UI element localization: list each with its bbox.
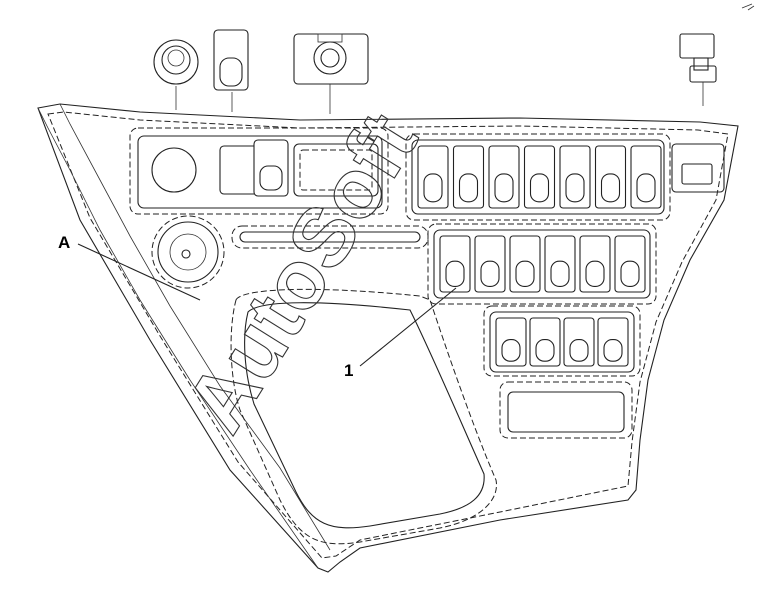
loose-parts: [153, 3, 755, 114]
callout-label-1: 1: [344, 361, 353, 380]
rocker-switch-top-6: [594, 145, 627, 209]
rocker-switch-middle-3: [509, 235, 541, 293]
knob-socket-icon: [151, 147, 197, 193]
round-dial: [151, 215, 225, 289]
round-knob-icon: [153, 39, 199, 110]
watermark-text: AutoSoft: [168, 97, 436, 447]
rocker-switch-icon: [213, 29, 249, 112]
right-indicator-block: [671, 143, 725, 193]
rocker-switch-top-7: [630, 145, 662, 209]
lower-recess: [499, 381, 633, 439]
callout-lines: [77, 243, 457, 367]
rocker-switch-top-3: [488, 145, 520, 209]
switch-bank-middle: [427, 223, 657, 305]
switch-bank-top: [405, 133, 671, 221]
rocker-switch-lower-4: [597, 317, 629, 367]
upper-left-bezel: [129, 127, 389, 215]
slot-bar: [231, 225, 429, 249]
panel-outline: [37, 103, 739, 573]
rocker-switch-middle-4: [544, 235, 576, 293]
connector-icon: [679, 3, 755, 106]
rocker-switch-top-2: [452, 145, 485, 209]
callout-label-a: A: [58, 233, 70, 252]
rocker-switch-middle-5: [579, 235, 611, 293]
rocker-switch-top-4: [523, 145, 556, 209]
rocker-switch-lower-1: [495, 317, 527, 367]
rocker-switch-middle-2: [474, 235, 506, 293]
switch-bank-lower: [483, 305, 641, 377]
rocker-switch-lower-3: [563, 317, 595, 367]
storage-tray: [230, 288, 497, 545]
rocker-switch-top-1: [417, 145, 449, 209]
socket-icon: [293, 33, 369, 114]
rocker-switch-middle-1: [439, 235, 471, 293]
rocker-switch-lower-2: [529, 317, 561, 367]
rocker-switch-middle-6: [614, 235, 646, 293]
leader-line-1: [359, 287, 457, 367]
leader-line-a: [77, 243, 201, 301]
rocker-switch-top-5: [559, 145, 591, 209]
